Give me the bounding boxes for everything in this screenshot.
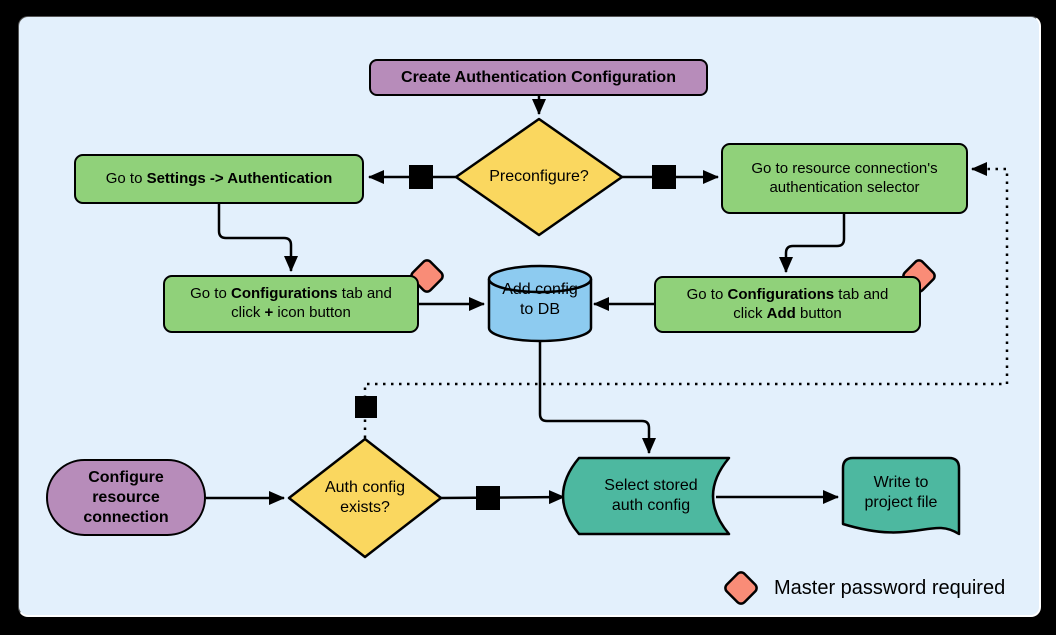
decision-preconfigure-label: Preconfigure? xyxy=(489,168,589,185)
connector-db-to-select xyxy=(538,341,656,454)
stored-data-select: Select stored auth config xyxy=(581,460,721,532)
terminal-create-auth: Create Authentication Configuration xyxy=(369,59,708,96)
process-goto-settings: Go to Settings -> Authentication xyxy=(74,154,364,204)
process-config-plus: Go to Configurations tab and click + ico… xyxy=(163,275,419,333)
connector-settings-to-config-plus xyxy=(217,204,298,272)
decision-preconfigure-shape xyxy=(454,117,624,237)
junction-square-icon xyxy=(355,396,377,418)
terminal-configure-resource: Configure resource connection xyxy=(46,459,206,536)
process-goto-resource-label: Go to resource connection's authenticati… xyxy=(751,159,938,196)
decision-auth-exists-label: Auth config exists? xyxy=(324,479,406,516)
database-add-config: Add config to DB xyxy=(489,269,591,331)
process-config-add-label: Go to Configurations tab and click Add b… xyxy=(686,285,889,322)
terminal-create-auth-label: Create Authentication Configuration xyxy=(401,68,676,86)
decision-auth-exists-shape xyxy=(287,437,443,559)
database-add-config-label: Add config to DB xyxy=(502,281,578,318)
stored-data-select-shape xyxy=(561,456,731,536)
process-config-plus-label: Go to Configurations tab and click + ico… xyxy=(190,285,392,321)
stored-data-select-label: Select stored auth config xyxy=(604,477,698,514)
connector-dotted-exists-to-resource xyxy=(363,162,1009,438)
decision-auth-exists: Auth config exists? xyxy=(289,439,441,557)
database-cylinder-top xyxy=(487,264,593,294)
decision-preconfigure: Preconfigure? xyxy=(455,119,623,235)
document-write-project: Write to project file xyxy=(843,460,959,526)
legend-master-password-label: Master password required xyxy=(774,577,1006,599)
junction-square-icon xyxy=(652,165,676,189)
junction-square-icon xyxy=(476,486,500,510)
flowchart-shapes-layer xyxy=(206,96,1009,605)
junction-square-icon xyxy=(409,165,433,189)
terminal-configure-resource-label: Configure resource connection xyxy=(83,468,169,526)
document-write-shape xyxy=(841,456,961,536)
process-config-add: Go to Configurations tab and click Add b… xyxy=(654,276,921,333)
master-password-icon xyxy=(724,571,758,605)
connector-resource-to-config-add xyxy=(779,214,846,273)
connector-exists-to-select xyxy=(440,490,565,505)
process-goto-resource: Go to resource connection's authenticati… xyxy=(721,143,968,214)
document-write-project-label: Write to project file xyxy=(864,474,938,511)
diagram-panel: Create Authentication Configuration Go t… xyxy=(18,16,1041,617)
process-goto-settings-label: Go to Settings -> Authentication xyxy=(105,169,333,187)
